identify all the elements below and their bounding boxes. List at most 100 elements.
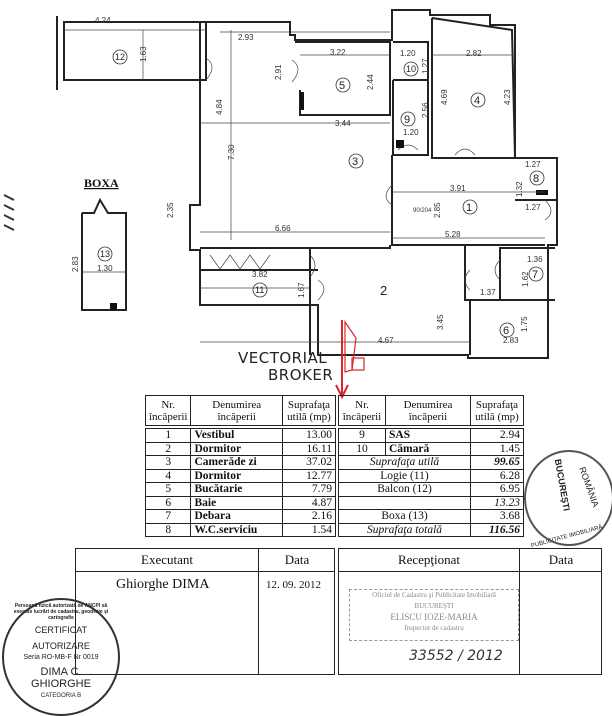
dimension-labels: 4.24 1.63 2.93 2.91 4.84 7.30 3.22 2.44 … [71,16,543,345]
svg-text:1.32: 1.32 [515,181,524,197]
svg-text:1.36: 1.36 [527,255,543,264]
stamp-text: CERTIFICAT [34,625,88,635]
rooms-table-right: Nr. încăperii Denumirea încăperii Supraf… [338,395,524,537]
svg-text:3.82: 3.82 [252,270,268,279]
svg-text:1.27: 1.27 [525,203,541,212]
svg-text:5.28: 5.28 [445,230,461,239]
util-area-label: Suprafaţa utilă [338,455,471,470]
row-nr: 7 [144,509,192,524]
apartment-walls [189,9,558,359]
rooms-table-left: Nr. încăperii Denumirea încăperii Supraf… [144,395,336,537]
svg-text:1.27: 1.27 [421,58,430,74]
room-10-label: 10 [406,64,416,74]
row-area: 7.79 [282,482,336,497]
svg-text:6.66: 6.66 [275,224,291,233]
room-8-label: 8 [533,173,539,185]
executant-round-stamp: Persoană fizică autorizată de ANCPI să e… [2,598,120,716]
col-name: Denumirea încăperii [385,395,471,426]
scan-edge-marks [3,194,15,231]
room-9-label: 9 [404,114,410,126]
room-labels: 1 2 3 4 5 6 7 8 9 10 11 12 13 [97,49,545,338]
svg-text:4.84: 4.84 [215,99,224,115]
svg-text:2.93: 2.93 [238,33,254,42]
executant-date-header: Data [258,549,335,572]
svg-text:1.20: 1.20 [403,128,419,137]
boxa-value: 3.68 [470,509,524,524]
floor-plan: BOXA 1 2 3 4 5 6 7 8 9 10 11 12 13 4.24 … [3,9,558,400]
receptionat-header: Recepţionat [339,549,519,572]
row-name: W.C.serviciu [190,522,283,537]
handwritten-number: 33552 / 2012 [409,648,503,664]
row-area: 16.11 [282,441,336,456]
svg-text:3.45: 3.45 [436,314,445,330]
room-3-label: 3 [352,156,358,168]
row-name: Camerăde zi [190,455,283,470]
balcon-label: Balcon (12) [338,482,471,497]
col-area: Suprafaţa utilă (mp) [470,395,524,426]
dimension-lines [200,30,545,343]
row-area: 2.94 [470,428,524,443]
receptionat-block: Recepţionat Data Oficiul de Cadastru şi … [338,548,602,675]
subtotal-row: 13.23 [338,495,524,510]
room-12-balcony [56,16,207,90]
table-row: 10 Cămară 1.45 [338,441,524,456]
svg-text:1.67: 1.67 [297,282,306,298]
room-13-label: 13 [100,249,110,259]
row-name: Vestibul [190,428,283,443]
row-nr: 10 [338,441,386,456]
executant-date: 12. 09. 2012 [266,579,321,591]
room-5-label: 5 [339,80,345,92]
room-6-label: 6 [503,325,509,337]
row-area: 1.54 [282,522,336,537]
row-nr: 6 [144,495,192,510]
total-area-value: 116.56 [470,522,524,537]
logo-line2: BROKER [268,366,334,384]
receptionat-date-header: Data [519,549,602,572]
svg-text:2.85: 2.85 [433,202,442,218]
executant-name: Ghiorghe DIMA [116,577,210,592]
boxa-label: Boxa (13) [338,509,471,524]
util-area-value: 99.65 [470,455,524,470]
logo-line1: VECTORIAL [238,349,328,367]
svg-text:2.83: 2.83 [503,336,519,345]
boxa-title: BOXA [84,176,119,190]
svg-text:2.35: 2.35 [166,202,175,218]
boxa-row: Boxa (13)3.68 [338,509,524,524]
stamp-text: CATEGORIA B [40,693,82,699]
stamp-text: DIMA C. [40,666,82,678]
balcon-row: Balcon (12)6.95 [338,482,524,497]
stamp-text: Oficiul de Cadastru şi Publicitate Imobi… [372,591,496,599]
svg-text:2.56: 2.56 [421,102,430,118]
balcon-value: 6.95 [470,482,524,497]
row-area: 2.16 [282,509,336,524]
stamp-text: BUCUREŞTI [414,602,454,610]
row-nr: 9 [338,428,386,443]
row-nr: 3 [144,455,192,470]
col-name: Denumirea încăperii [190,395,283,426]
row-nr: 1 [144,428,192,443]
room-13-boxa [81,197,127,311]
executant-block: Executant Data Ghiorghe DIMA 12. 09. 201… [75,548,335,675]
row-name: Dormitor [190,468,283,483]
svg-text:3.44: 3.44 [335,119,351,128]
stamp-text: PUBLICITATE IMOBILIARĂ [530,524,604,550]
room-4-label: 4 [474,95,480,107]
svg-text:4.69: 4.69 [440,89,449,105]
row-nr: 8 [144,522,192,537]
row-name: Debara [190,509,283,524]
row-area: 12.77 [282,468,336,483]
stamp-text: GHIORGHE [31,678,91,690]
room-7-label: 7 [532,269,538,281]
room-2-label: 2 [380,283,387,298]
stamp-text: ROMÂNIA [577,465,601,509]
table-row: 9 SAS 2.94 [338,428,524,443]
stamp-text: Seria RO-MB-F Nr 0019 [23,654,99,661]
